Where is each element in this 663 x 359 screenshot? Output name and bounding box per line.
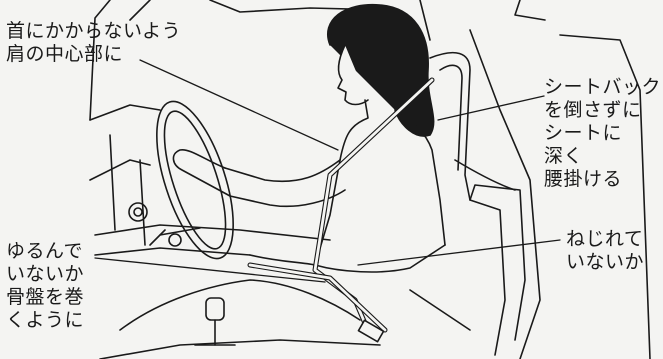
callout-lap-line-2: いないか [6,263,84,286]
steering-wheel [141,93,249,268]
callout-lap-line-1: ゆるんで [6,240,84,263]
callout-seat-line-2: を倒さずに [544,99,661,122]
gear-shift [195,298,235,345]
callout-twist-line-1: ねじれて [566,228,644,251]
callout-seat-line-5: 腰掛ける [544,168,661,191]
callout-seat-line-4: 深く [544,145,661,168]
callout-seat-line-1: シートバック [544,76,661,99]
callout-seat-line-3: シートに [544,122,661,145]
callout-shoulder-line-1: 首にかからないよう [6,20,181,43]
callout-lap-line-4: くように [6,309,84,332]
callout-twist-line-2: いないか [566,251,644,274]
leader-seat [438,96,544,120]
callout-seat: シートバック を倒さずに シートに 深く 腰掛ける [544,76,661,191]
callout-lap: ゆるんで いないか 骨盤を巻 くように [6,240,84,332]
callout-lap-line-3: 骨盤を巻 [6,286,84,309]
leader-shoulder [140,60,338,150]
callout-shoulder: 首にかからないよう 肩の中心部に [6,20,181,66]
callout-shoulder-line-2: 肩の中心部に [6,43,181,66]
callout-twist: ねじれて いないか [566,228,644,274]
leader-twist [358,240,560,265]
